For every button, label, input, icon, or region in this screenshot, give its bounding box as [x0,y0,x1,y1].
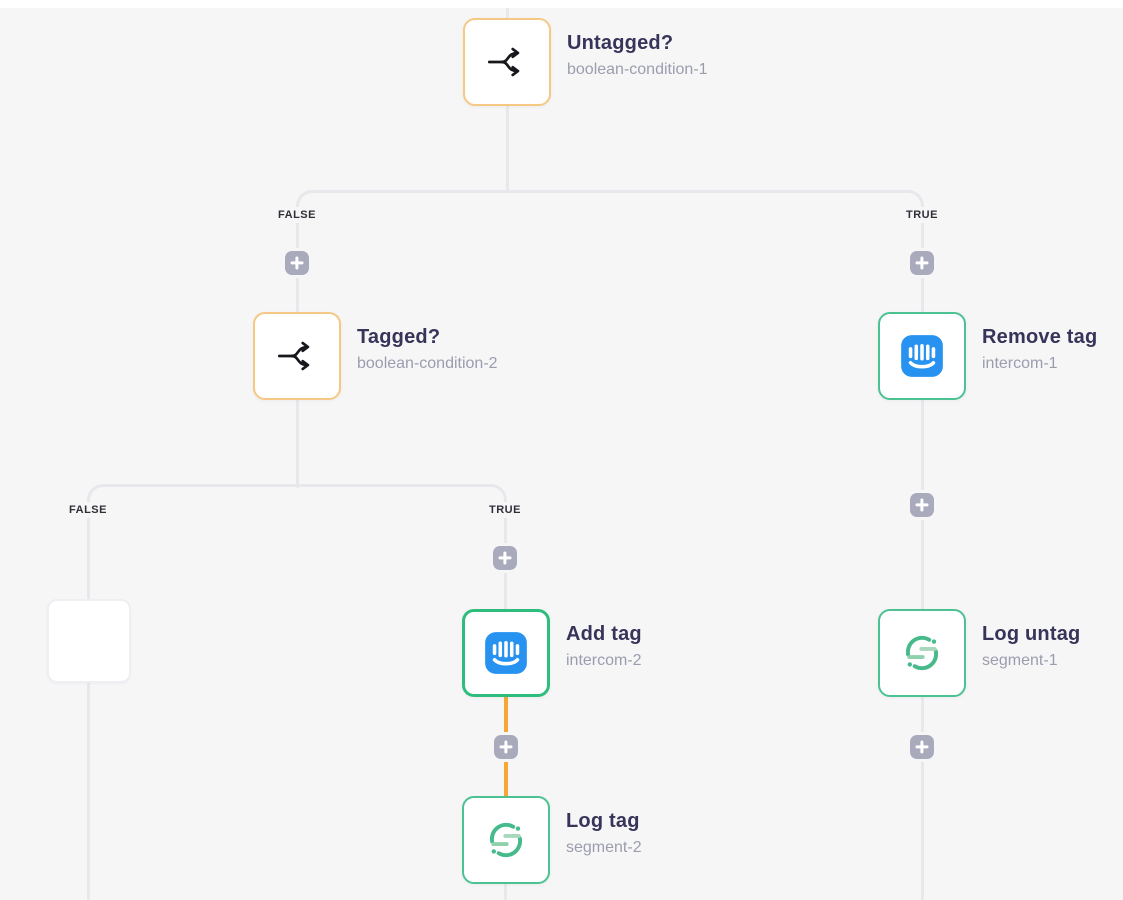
node-subtitle: boolean-condition-1 [567,61,708,78]
node-subtitle: segment-2 [566,839,642,856]
add-step-button[interactable] [910,493,934,517]
node-segment-1: Log untag segment-1 [878,609,1080,697]
node-intercom-2: Add tag intercom-2 [462,609,642,697]
empty-placeholder-node[interactable] [47,599,131,683]
node-boolean-condition-2: Tagged? boolean-condition-2 [253,312,498,400]
condition-node-box[interactable] [253,312,341,400]
segment-icon [489,822,523,858]
branch-icon [487,47,520,77]
condition-node-box[interactable] [463,18,551,106]
add-step-button[interactable] [285,251,309,275]
plus-icon [285,251,309,275]
node-subtitle: intercom-2 [566,652,642,669]
segment-icon [905,635,939,671]
branch-split-connector [86,484,507,502]
add-step-button[interactable] [910,735,934,759]
action-node-box-selected[interactable] [462,609,550,697]
node-subtitle: segment-1 [982,652,1058,669]
node-title: Remove tag [982,326,1098,348]
node-intercom-1: Remove tag intercom-1 [878,312,1097,400]
connector-line [505,104,509,192]
connector-line [505,8,509,20]
plus-icon [494,735,518,759]
branch-label-false: FALSE [273,207,321,223]
branch-split-connector [295,190,924,210]
node-subtitle: boolean-condition-2 [357,355,498,372]
plus-icon [493,546,517,570]
add-step-button[interactable] [494,735,518,759]
intercom-icon [901,335,943,377]
node-boolean-condition-1: Untagged? boolean-condition-1 [463,18,708,106]
action-node-box[interactable] [878,609,966,697]
connector-line [503,882,507,900]
canvas-top-edge [0,0,1123,8]
branch-label-true: TRUE [901,207,943,223]
plus-icon [910,251,934,275]
action-node-box[interactable] [878,312,966,400]
branch-label-true: TRUE [484,502,526,518]
connector-line [920,694,924,900]
node-title: Untagged? [567,32,674,54]
node-segment-2: Log tag segment-2 [462,796,642,884]
connector-line-false-branch [86,500,90,900]
plus-icon [910,735,934,759]
action-node-box[interactable] [462,796,550,884]
node-subtitle: intercom-1 [982,355,1058,372]
add-step-button[interactable] [493,546,517,570]
intercom-icon [485,632,527,674]
node-title: Tagged? [357,326,441,348]
add-step-button[interactable] [910,251,934,275]
branch-label-false: FALSE [64,502,112,518]
node-title: Add tag [566,623,642,645]
plus-icon [910,493,934,517]
branch-icon [277,341,310,371]
connector-line [295,398,299,488]
node-title: Log tag [566,810,640,832]
node-title: Log untag [982,623,1081,645]
